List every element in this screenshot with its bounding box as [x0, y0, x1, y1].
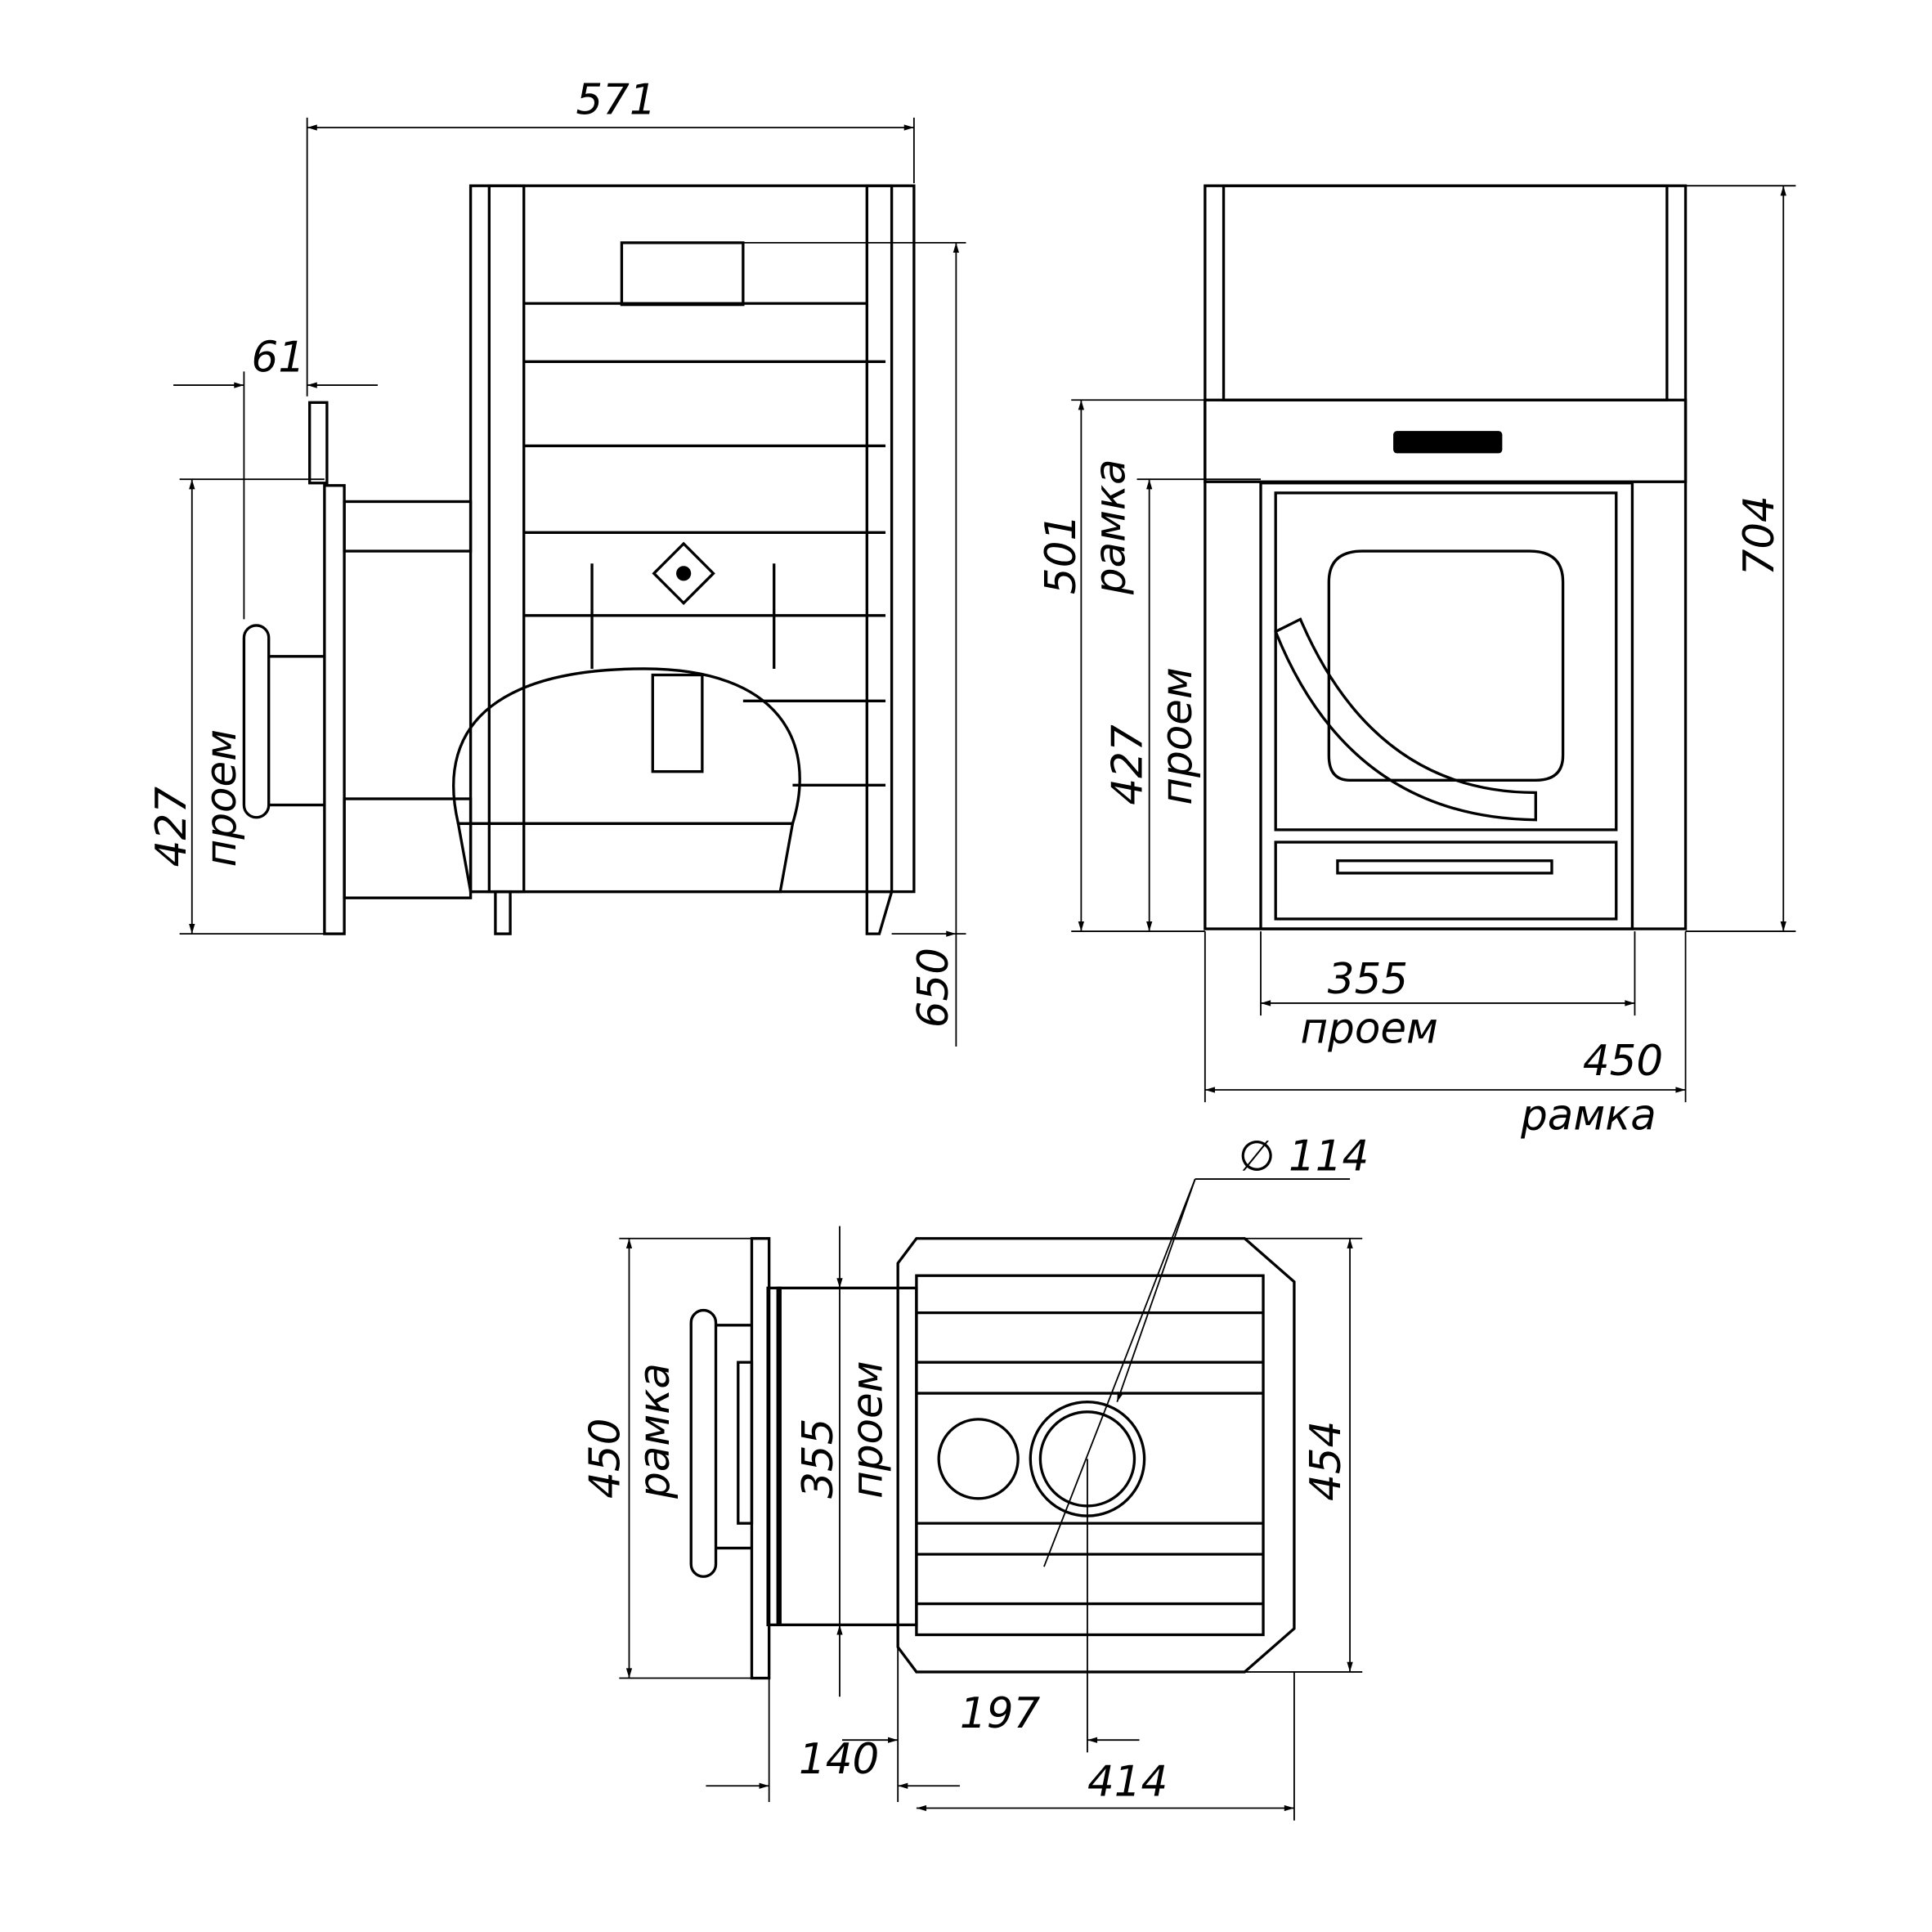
brand-logo — [1393, 431, 1503, 454]
heater-rails — [523, 302, 886, 787]
dim-diameter-114: ∅ 114 — [1239, 1132, 1369, 1181]
dim-501-label: рамка — [1086, 459, 1135, 595]
dim-704: 704 — [1735, 495, 1784, 576]
dim-197: 197 — [960, 1689, 1041, 1738]
dim-571: 571 — [576, 75, 656, 124]
dim-427-label: проем — [197, 729, 246, 867]
dim-61: 61 — [251, 333, 305, 382]
dim-450-label: рамка — [1520, 1091, 1656, 1140]
dim-355-top-label: проем — [843, 1360, 892, 1498]
fire-door[interactable] — [1274, 491, 1618, 832]
dim-454: 454 — [1302, 1421, 1351, 1501]
dim-501: 501 — [1037, 514, 1086, 594]
dim-355-top: 355 — [794, 1419, 843, 1499]
dim-450-top-label: рамка — [630, 1363, 679, 1499]
ash-drawer[interactable] — [1274, 840, 1618, 921]
front-view: 501 рамка 427 проем 704 355 проем 450 ра… — [1037, 184, 1796, 1140]
water-tank-opening — [937, 1418, 1020, 1500]
dim-355: 355 — [1328, 955, 1408, 1004]
valve-icon — [652, 541, 715, 606]
dim-450-top: 450 — [580, 1419, 630, 1499]
dim-414: 414 — [1087, 1757, 1168, 1806]
dim-450: 450 — [1583, 1037, 1663, 1086]
dim-427-front-label: проем — [1153, 667, 1202, 805]
dim-650: 650 — [909, 948, 958, 1028]
dim-355-label: проем — [1300, 1004, 1437, 1053]
door-handle[interactable] — [1274, 617, 1537, 822]
dim-427-front: 427 — [1104, 724, 1153, 805]
top-view: ∅ 114 450 рамка 355 проем 454 197 140 41… — [580, 1132, 1369, 1821]
side-view: 571 61 427 проем 650 — [147, 75, 966, 1047]
dim-427: 427 — [147, 787, 196, 867]
dim-140: 140 — [799, 1735, 879, 1784]
